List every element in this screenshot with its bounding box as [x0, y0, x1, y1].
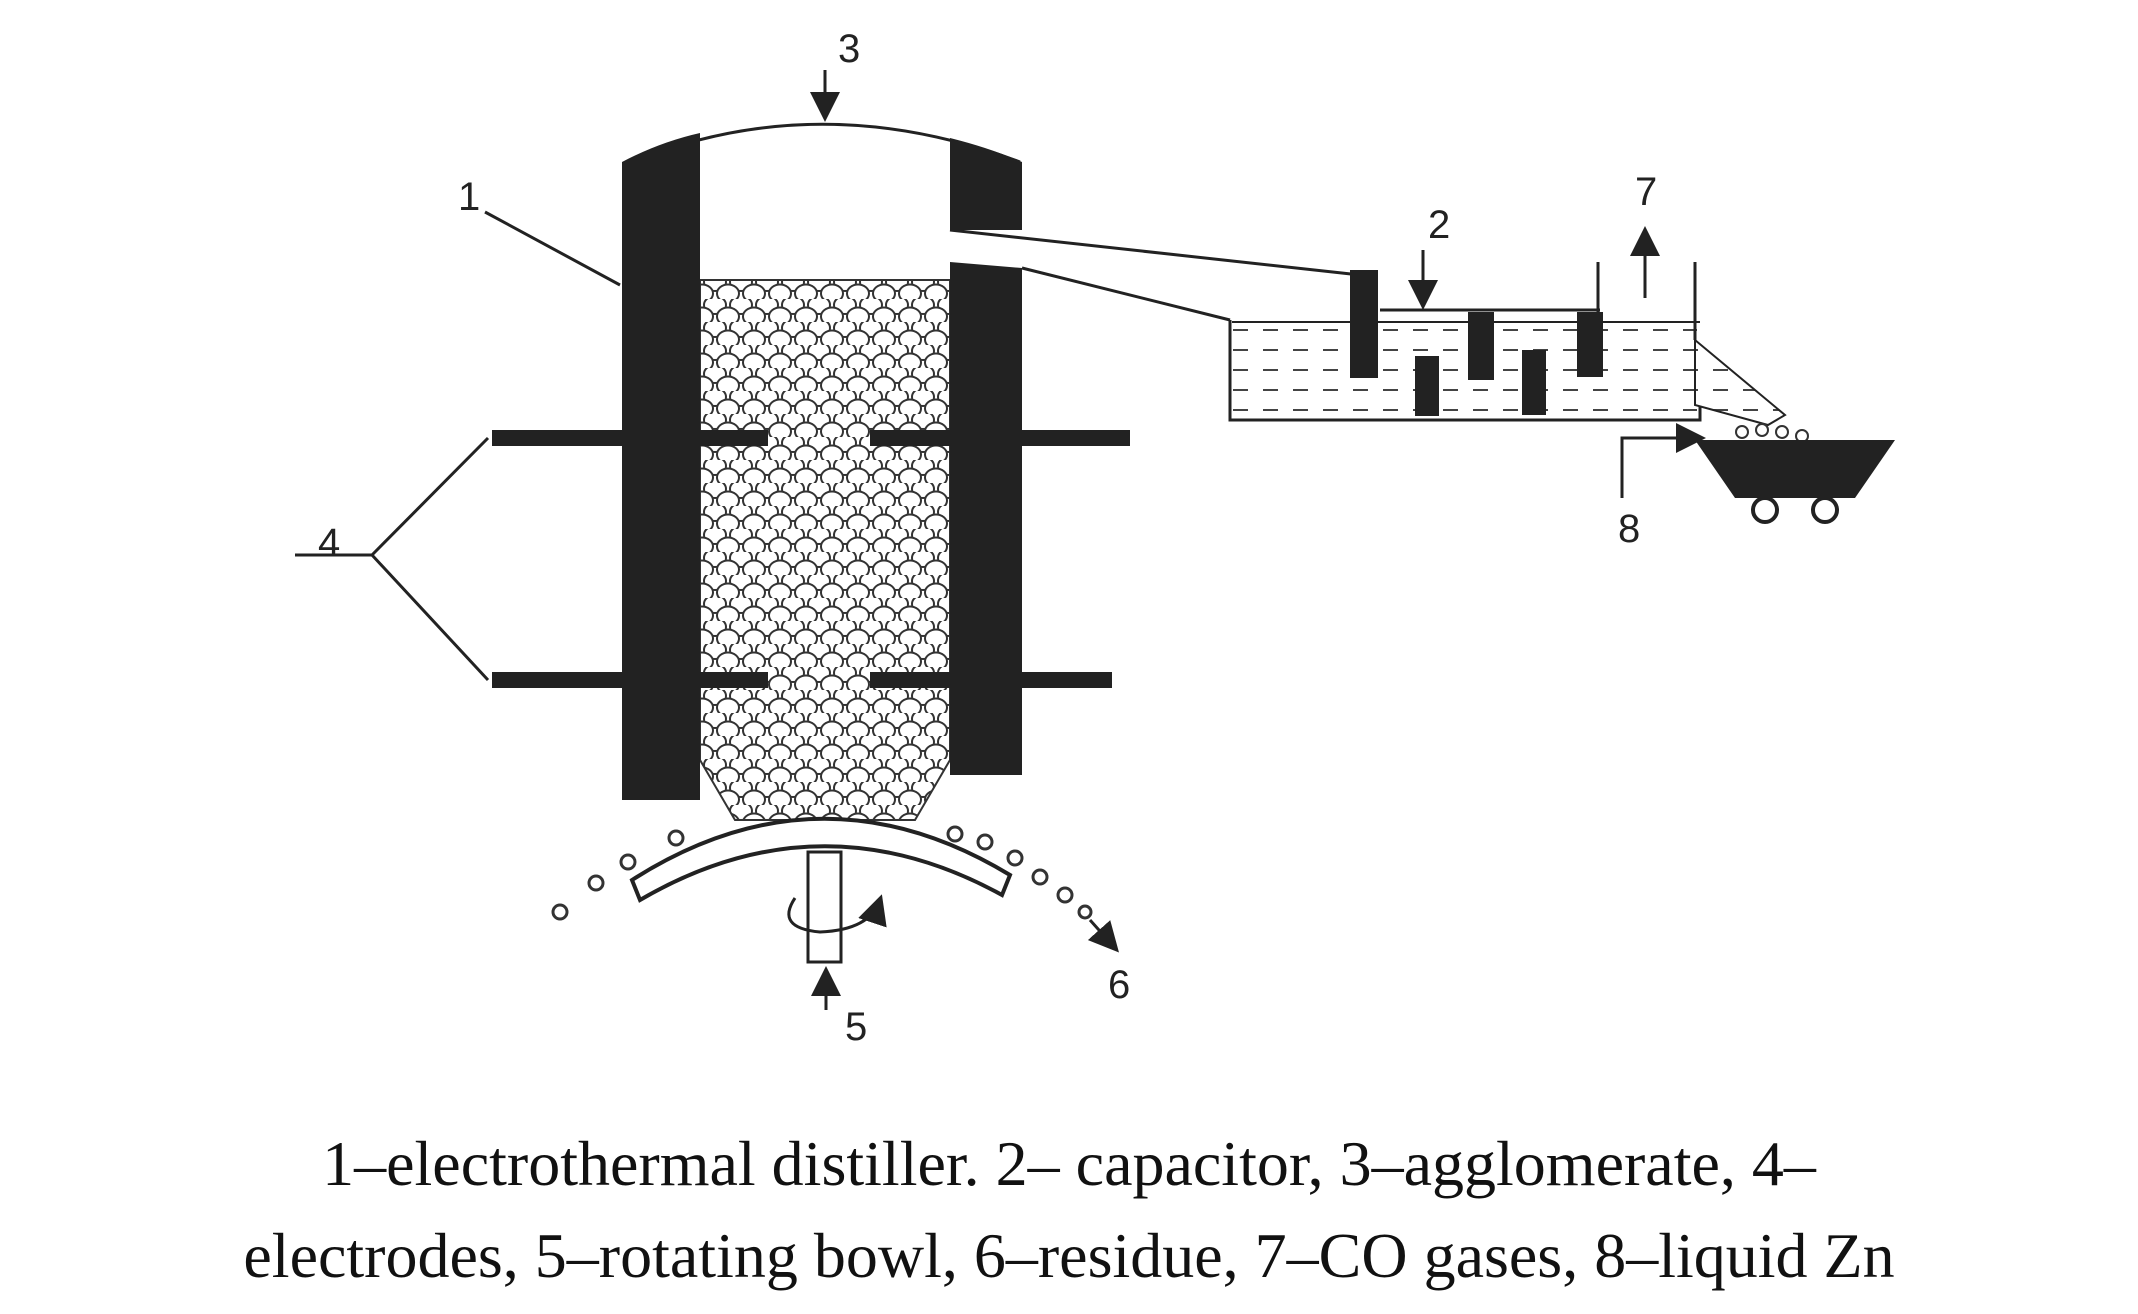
caption-line-2: electrodes, 5–rotating bowl, 6–residue, …	[243, 1220, 1895, 1291]
residue-pellet	[619, 853, 637, 871]
electrode-lower-left	[492, 672, 768, 688]
capacitor-outline	[1228, 320, 1702, 422]
label-8: 8	[1618, 507, 1640, 551]
baffle-4	[1522, 350, 1546, 415]
diagram-svg: 1 2 3 4 5 6 7 8	[295, 27, 1895, 1049]
residue-pellet	[551, 903, 569, 921]
residue-pellet	[1056, 886, 1074, 904]
zinc-drop	[1735, 425, 1749, 439]
residue-pellet	[1077, 904, 1093, 920]
baffle-3	[1468, 312, 1494, 380]
residue-pellet	[976, 833, 994, 851]
label-7: 7	[1635, 170, 1657, 214]
baffle-5	[1577, 312, 1603, 377]
residue-pellet	[1031, 868, 1049, 886]
rotating-bowl	[629, 816, 1013, 903]
pouring-spout	[1694, 337, 1787, 427]
vapor-duct-top	[949, 228, 1361, 277]
electrode-upper-right	[870, 430, 1130, 446]
ladle-wheel	[1811, 496, 1839, 524]
residue-pellet	[667, 829, 685, 847]
arrow-8	[1620, 423, 1706, 498]
distiller-diagram: 1 2 3 4 5 6 7 8	[295, 27, 1895, 1049]
ladle-cart	[1695, 440, 1895, 498]
caption-line-1: 1–electrothermal distiller. 2– capacitor…	[322, 1128, 1816, 1199]
label-2: 2	[1428, 203, 1450, 247]
leader-1	[484, 210, 621, 287]
residue-pellet	[1006, 849, 1024, 867]
label-1: 1	[458, 175, 480, 219]
label-3: 3	[838, 27, 860, 71]
vapor-duct-bottom	[1021, 266, 1231, 322]
label-5: 5	[845, 1005, 867, 1049]
furnace-right-wall-upper	[950, 138, 1022, 230]
residue-pellet	[946, 825, 964, 843]
ladle-wheel	[1751, 496, 1779, 524]
bowl-shaft	[806, 850, 843, 964]
zinc-drop	[1755, 423, 1769, 437]
furnace-left-wall	[622, 133, 700, 800]
agglomerate-charge	[699, 279, 951, 821]
zinc-drop	[1775, 425, 1789, 439]
figure-caption: 1–electrothermal distiller. 2– capacitor…	[0, 1118, 2138, 1308]
baffle-1	[1350, 270, 1378, 378]
leader-4-lower	[370, 553, 490, 682]
electrode-upper-left	[492, 430, 768, 446]
leader-4-upper	[370, 436, 490, 557]
label-6: 6	[1108, 963, 1130, 1007]
baffle-2	[1415, 356, 1439, 416]
furnace-right-wall-lower	[950, 262, 1022, 775]
label-4: 4	[318, 521, 340, 565]
rotation-arrow	[787, 894, 887, 934]
electrode-lower-right	[870, 672, 1112, 688]
residue-pellet	[587, 874, 605, 892]
arrow-6	[1087, 919, 1119, 953]
capacitor-liquid	[1232, 322, 1697, 420]
